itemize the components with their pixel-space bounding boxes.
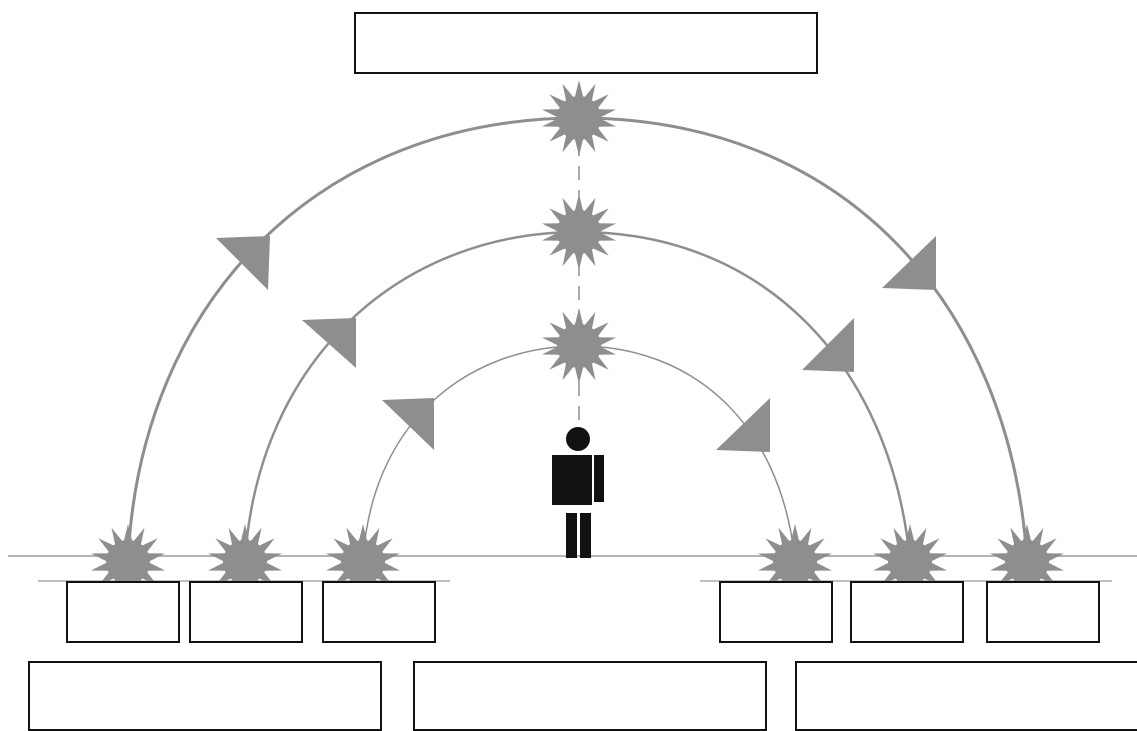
sunset-label-box-2 xyxy=(850,581,964,643)
title-box xyxy=(354,12,818,74)
bottom-label-box-1 xyxy=(28,661,382,731)
sunrise-label-box-2 xyxy=(189,581,303,643)
person-leg-right xyxy=(580,513,591,558)
direction-arrow-icon xyxy=(716,398,770,452)
bottom-label-box-3 xyxy=(795,661,1137,731)
sun-core xyxy=(341,540,385,584)
direction-arrow-icon xyxy=(382,398,434,450)
sunrise-label-box-3 xyxy=(322,581,436,643)
direction-arrow-icon xyxy=(882,236,936,290)
sun-core xyxy=(888,540,932,584)
sunset-label-box-1 xyxy=(719,581,833,643)
sun-core xyxy=(557,210,601,254)
suns xyxy=(91,80,1064,600)
sun-core xyxy=(773,540,817,584)
person-torso xyxy=(552,455,592,505)
sun-core xyxy=(223,540,267,584)
bottom-label-box-2 xyxy=(413,661,767,731)
sunrise-label-box-1 xyxy=(66,581,180,643)
sun-core xyxy=(106,540,150,584)
sun-core xyxy=(557,324,601,368)
person-arm-right xyxy=(594,455,604,502)
sun-core xyxy=(557,96,601,140)
direction-arrow-icon xyxy=(302,318,356,368)
person-leg-left xyxy=(566,513,577,558)
sunset-label-box-3 xyxy=(986,581,1100,643)
person-icon xyxy=(552,427,604,558)
middle-sun-path xyxy=(245,232,910,560)
sun-core xyxy=(1005,540,1049,584)
person-head xyxy=(566,427,590,451)
